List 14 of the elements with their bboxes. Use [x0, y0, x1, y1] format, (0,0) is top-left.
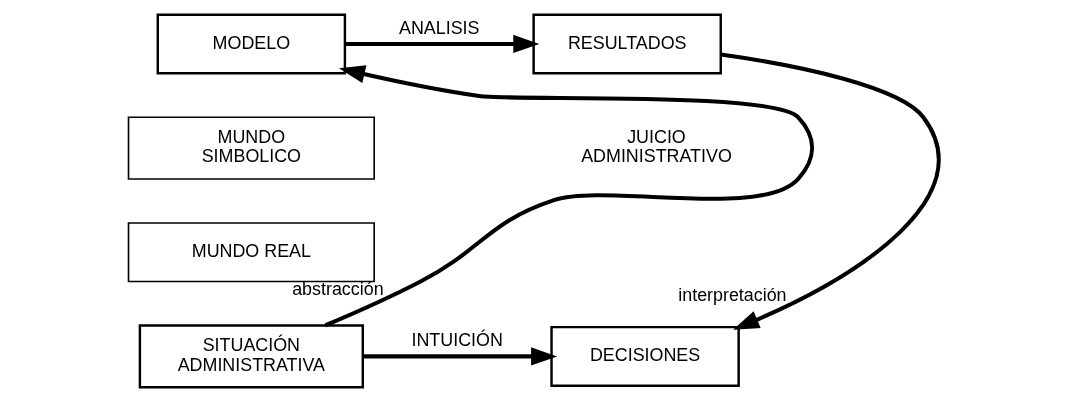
arrow	[345, 34, 540, 54]
node-box: MUNDO REAL	[127, 222, 375, 283]
node-box: MODELO	[156, 13, 347, 75]
node-box: MUNDO SIMBOLICO	[127, 116, 375, 180]
arrow	[363, 347, 558, 366]
edge-label: INTUICIÓN	[411, 330, 503, 351]
arrow	[324, 65, 814, 328]
node-box: DECISIONES	[550, 325, 740, 387]
arrow	[720, 52, 941, 330]
node-box: SITUACIÓN ADMINISTRATIVA	[138, 324, 365, 389]
label: JUICIO ADMINISTRATIVO	[581, 126, 732, 167]
node-box: RESULTADOS	[532, 13, 722, 75]
edge-label: ANALISIS	[399, 17, 480, 38]
edge-label: interpretación	[678, 285, 787, 306]
